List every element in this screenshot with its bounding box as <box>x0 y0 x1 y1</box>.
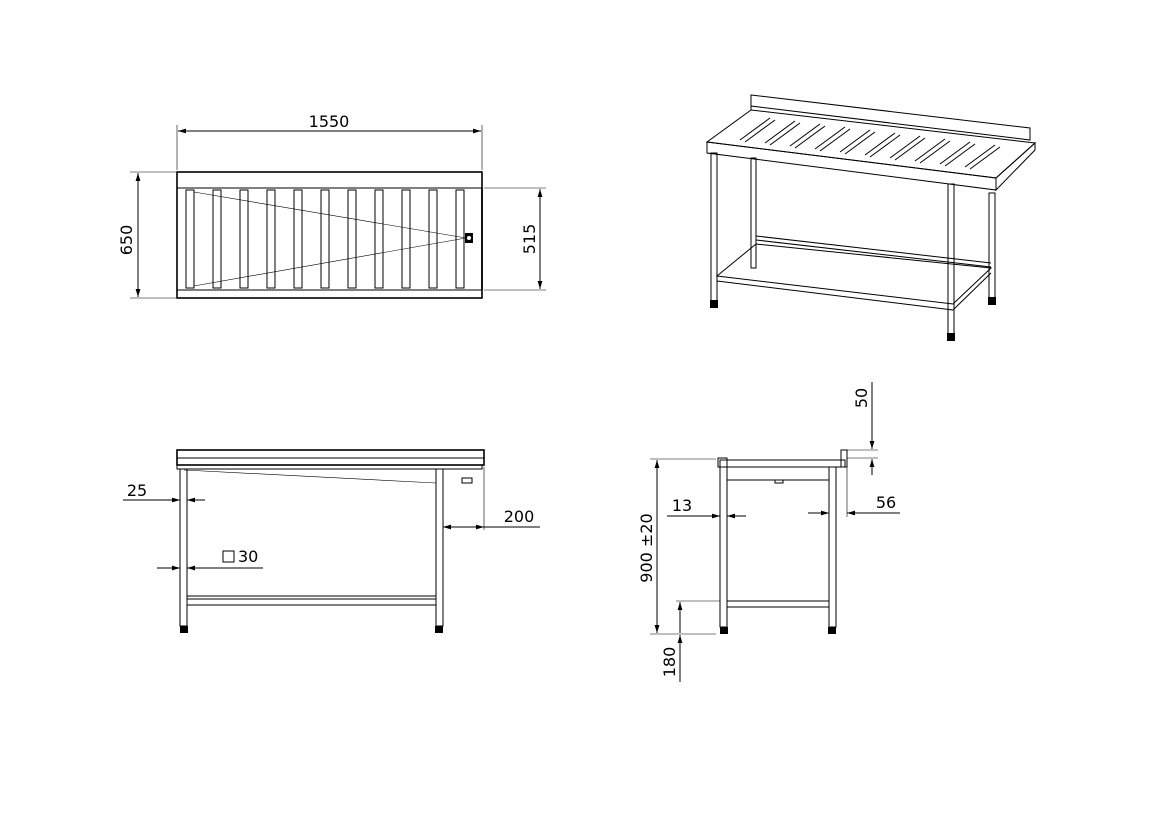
height-dimension: 900 ±20 <box>637 513 656 582</box>
tube-dimension: 30 <box>238 547 258 566</box>
isometric-rollers <box>739 117 1001 170</box>
backsplash-dimension: 50 <box>852 388 871 408</box>
side-view: 50 900 ±20 13 56 180 <box>637 382 900 682</box>
edge-dimension: 56 <box>876 493 896 512</box>
inset-dimension: 13 <box>672 496 692 515</box>
isometric-view <box>705 94 1037 341</box>
drain-icon <box>465 233 473 243</box>
inner-depth-dimension: 515 <box>520 224 539 255</box>
depth-dimension: 650 <box>117 225 136 256</box>
overhang-dimension: 200 <box>504 507 535 526</box>
square-tube-icon <box>222 550 235 563</box>
setback-dimension: 25 <box>127 481 147 500</box>
top-view: 1550 650 515 <box>117 112 546 299</box>
roller-slats <box>185 189 465 289</box>
front-view: 25 30 200 <box>123 449 540 633</box>
shelf-height-dimension: 180 <box>660 647 679 678</box>
width-dimension: 1550 <box>309 112 350 131</box>
